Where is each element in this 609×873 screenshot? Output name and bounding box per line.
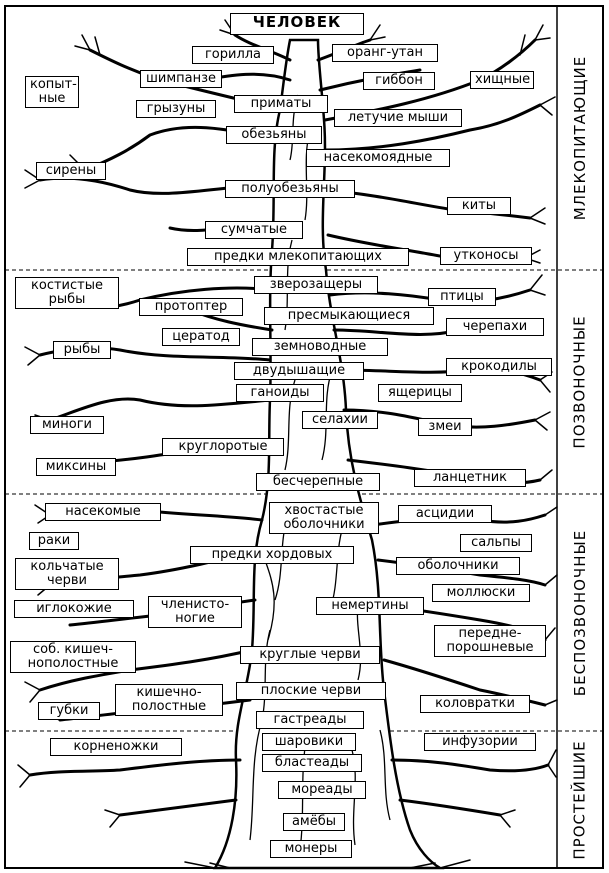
label-whales: киты [447,197,511,215]
label-blastaeads: бластеады [262,754,362,772]
label-protopterus: протоптер [139,298,243,316]
label-fish: рыбы [53,341,111,359]
label-amphibians: земноводные [252,338,388,356]
label-moraeads: мореады [278,781,366,799]
label-flatworms: плоские черви [236,682,386,700]
label-reptiles: пресмыкающиеся [264,307,434,325]
label-annelids: кольчатые черви [15,558,119,590]
label-roundworms: круглые черви [240,646,380,664]
label-acrania: бесчерепные [256,473,380,491]
label-infusoria: инфузории [424,733,536,751]
label-amoebae: амёбы [283,813,345,831]
label-crayfish: раки [29,532,79,550]
label-rodents: грызуны [136,100,216,118]
label-prosimians: полуобезьяны [225,180,355,198]
label-insects: насекомые [45,503,161,521]
label-lancelet: ланцетник [414,469,526,487]
label-orangutan: оранг-утан [332,44,438,62]
label-rotifers: коловратки [420,695,530,713]
label-mammal-ancestors: предки млекопитающих [187,248,409,266]
label-tunicates-tail: хвостастые оболочники [269,502,379,534]
label-gibbon: гиббон [363,72,435,90]
label-snakes: змеи [418,418,472,436]
label-marsupials: сумчатые [205,221,303,239]
label-chordate-ancestors: предки хордовых [190,546,354,564]
label-ungulates: копыт- ные [25,76,79,108]
label-cyclostomes: круглоротые [162,438,284,456]
label-bats: летучие мыши [334,109,462,127]
label-monera: монеры [270,840,352,858]
label-ctenophores: соб. кишеч- нополостные [10,641,136,673]
label-gorilla: горилла [192,46,274,64]
label-ascidians: асцидии [398,505,492,523]
label-insectivores: насекомоядные [306,149,450,167]
label-rhizopods: корненожки [50,738,182,756]
label-sharks: селахии [302,411,378,429]
label-gastraeads: гастреады [256,711,364,729]
label-spheroids: шаровики [262,733,356,751]
label-ceratodus: цератод [162,328,240,346]
label-coelenterates: кишечно- полостные [115,684,223,716]
label-theriodonts: зверозащеры [254,276,378,294]
section-label-mammals: МЛЕКОПИТАЮЩИЕ [571,55,590,221]
label-predators: хищные [470,71,534,89]
label-turtles: черепахи [446,318,544,336]
label-sponges: губки [38,702,100,720]
label-brachiopods: передне- порошневые [434,625,546,657]
section-label-invertebrates: БЕСПОЗВОНОЧНЫЕ [571,529,589,696]
label-salps: сальпы [460,534,532,552]
label-mollusks: моллюски [432,584,530,602]
label-bony-fish: костистые рыбы [15,277,119,309]
section-label-vertebrates: ПОЗВОНОЧНЫЕ [571,315,590,449]
label-chimpanzee: шимпанзе [140,70,222,88]
label-primates: приматы [234,95,328,113]
label-nemerteans: немертины [316,597,424,615]
label-hagfish: миксины [36,458,116,476]
label-tunicates: оболочники [396,557,520,575]
label-ganoids: ганоиды [236,384,324,402]
label-lungfish: двудышащие [234,362,364,380]
label-monkeys: обезьяны [226,126,322,144]
title-label: ЧЕЛОВЕК [230,13,364,35]
label-crocodiles: крокодилы [446,358,552,376]
label-platypus: утконосы [440,247,532,265]
label-arthropods: членисто- ногие [148,596,242,628]
label-sirens: сирены [36,162,106,180]
label-echinoderms: иглокожие [14,600,134,618]
label-birds: птицы [428,288,496,306]
label-lizards: ящерицы [378,384,462,402]
label-lampreys: миноги [30,416,104,434]
section-label-protozoa: ПРОСТЕЙШИЕ [571,739,589,860]
